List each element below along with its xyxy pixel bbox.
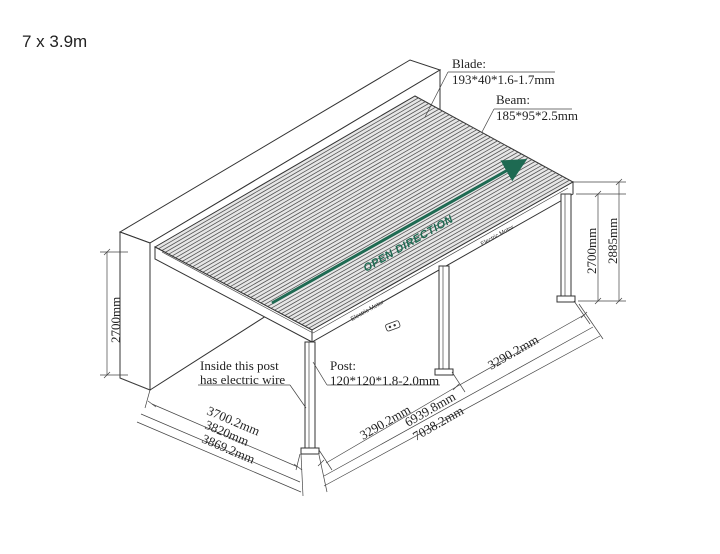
wall-height-dimension: 2700mm: [100, 248, 128, 379]
roof-blade: [236, 140, 498, 291]
roof-blade: [243, 144, 505, 295]
roof-blade: [223, 133, 484, 284]
blade-spec: 193*40*1.6-1.7mm: [452, 72, 555, 87]
roof-blade: [216, 129, 477, 280]
beam-spec: 185*95*2.5mm: [496, 108, 578, 123]
roof-blade: [233, 138, 495, 289]
roof-blade: [247, 146, 508, 297]
roof-blade: [281, 164, 543, 315]
roof-blade: [301, 176, 563, 325]
roof-blade: [178, 108, 440, 260]
roof-blade: [305, 177, 567, 327]
wire-note-line2: has electric wire: [200, 372, 285, 387]
louvered-roof: [153, 95, 575, 343]
roof-blade: [212, 127, 474, 279]
post-callout: Post: 120*120*1.8-2.0mm: [312, 358, 440, 388]
roof-blade: [284, 166, 546, 316]
remote-control-icon: [385, 320, 401, 332]
total-height-value: 2885mm: [605, 218, 620, 264]
roof-blade: [202, 121, 464, 273]
roof-blade: [270, 159, 532, 309]
roof-blade: [298, 174, 560, 324]
post-spec: 120*120*1.8-2.0mm: [330, 373, 439, 388]
post-height-dimensions: 2700mm 2885mm: [573, 178, 626, 305]
roof-blade: [250, 147, 512, 298]
length-dimensions: 3290.2mm 3290.2mm 6939.8mm 7038.2mm: [317, 300, 604, 493]
roof-blade: [164, 101, 426, 253]
roof-blade: [294, 172, 556, 322]
roof-blade: [219, 131, 481, 282]
span-right-value: 3290.2mm: [485, 332, 541, 373]
roof-blades: [158, 97, 570, 329]
roof-blade: [274, 161, 536, 311]
roof-blade: [209, 125, 471, 277]
diagram-title: 7 x 3.9m: [22, 32, 87, 51]
roof-blade: [158, 97, 419, 250]
roof-blade: [308, 179, 570, 329]
roof-blade: [168, 103, 429, 255]
roof-blade: [277, 162, 539, 313]
roof-blade: [264, 155, 526, 306]
post-back: [556, 193, 576, 303]
roof-blade: [240, 142, 502, 293]
wire-note-line1: Inside this post: [200, 358, 279, 373]
roof-blade: [182, 110, 443, 262]
roof-blade: [260, 153, 522, 304]
blade-name: Blade:: [452, 56, 486, 71]
posts: [300, 193, 576, 455]
post-height-value: 2700mm: [584, 228, 599, 274]
roof-blade: [257, 151, 519, 302]
roof-blade: [287, 168, 550, 318]
beam-callout: Beam: 185*95*2.5mm: [481, 92, 578, 133]
roof-blade: [185, 112, 447, 264]
wire-callout: Inside this post has electric wire: [198, 358, 307, 409]
roof-blade: [229, 136, 491, 288]
roof-blade: [175, 106, 436, 259]
post-middle: [434, 265, 454, 376]
roof-blade: [291, 170, 553, 320]
depth-dimensions: 3700.2mm 3820mm 3869.2mm: [136, 389, 304, 497]
roof-blade: [192, 116, 453, 268]
roof-blade: [206, 123, 467, 275]
wall-height-value: 2700mm: [108, 297, 123, 343]
roof-blade: [188, 114, 450, 266]
beam-name: Beam:: [496, 92, 530, 107]
roof-blade: [171, 104, 433, 257]
roof-blade: [195, 118, 457, 270]
roof-blade: [253, 149, 515, 300]
roof-blade: [199, 119, 460, 271]
post-front: [300, 341, 320, 455]
post-name: Post:: [330, 358, 356, 373]
blade-callout: Blade: 193*40*1.6-1.7mm: [424, 56, 555, 118]
roof-blade: [161, 99, 423, 251]
roof-blade: [226, 134, 488, 286]
